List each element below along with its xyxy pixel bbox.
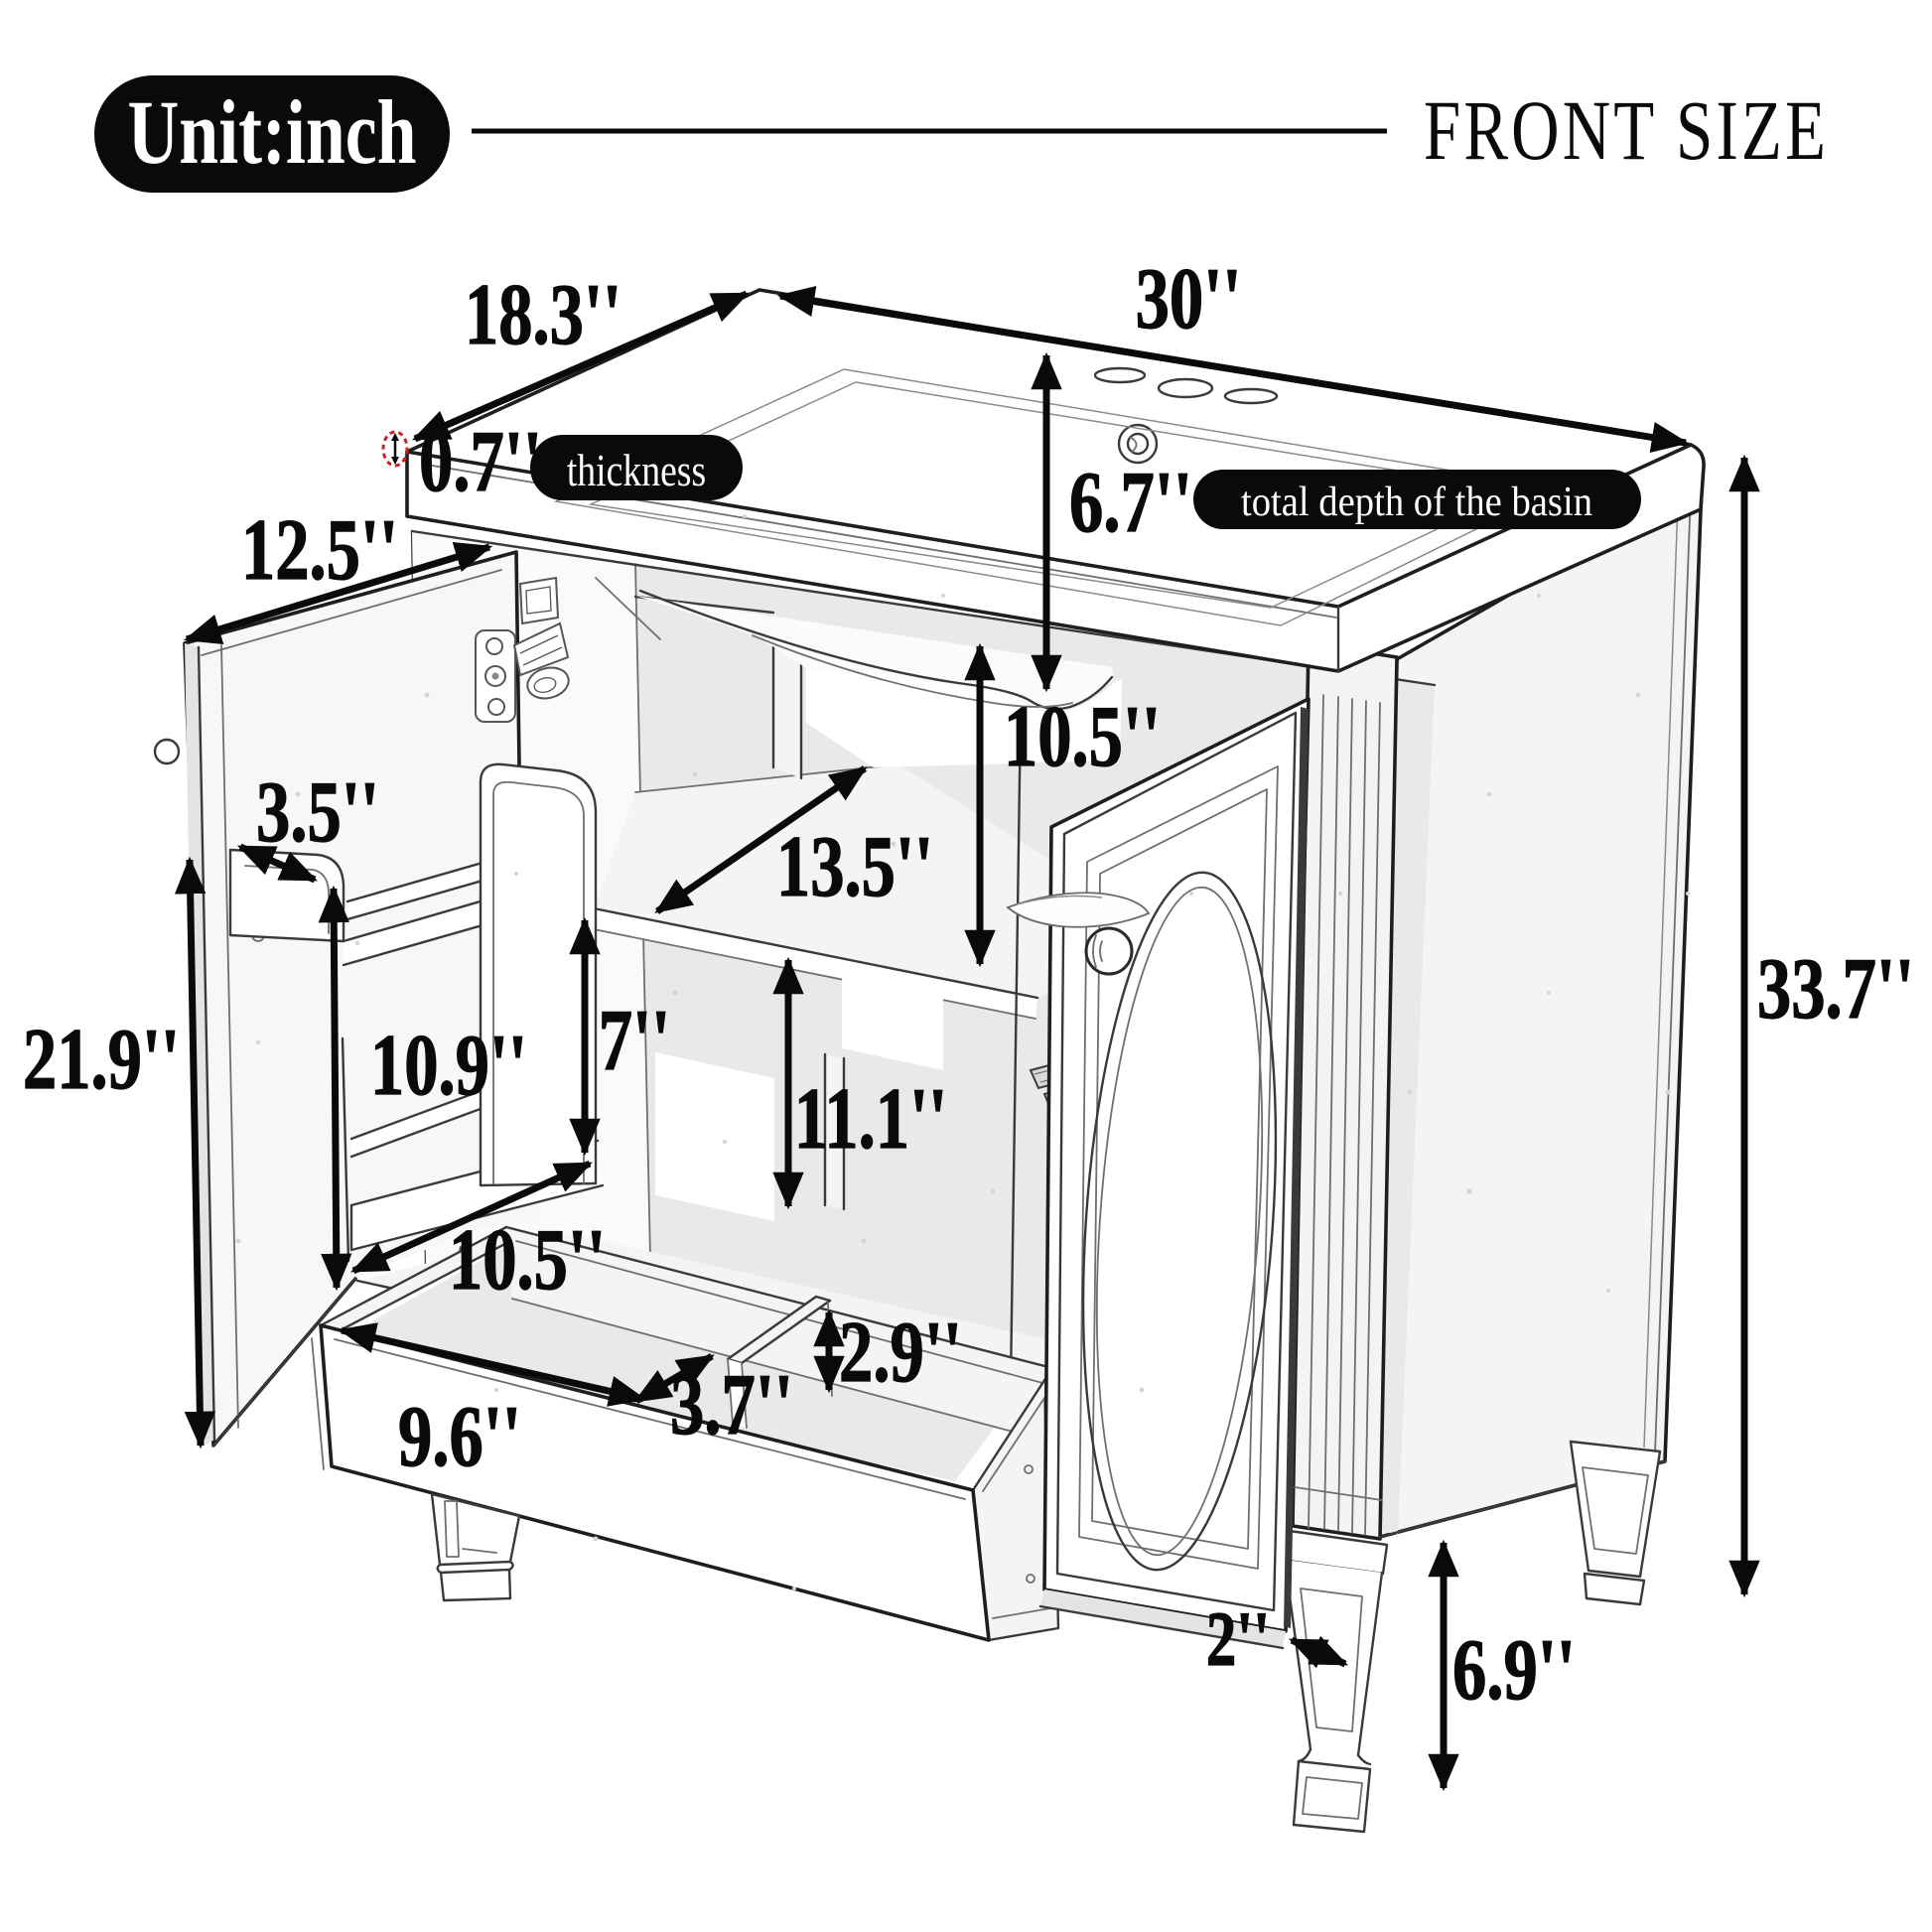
svg-text:10.5'': 10.5'' <box>1004 689 1161 785</box>
svg-text:12.5'': 12.5'' <box>241 502 398 599</box>
svg-text:18.3'': 18.3'' <box>465 267 621 363</box>
svg-text:10.9'': 10.9'' <box>370 1018 527 1114</box>
svg-text:thickness: thickness <box>567 447 706 496</box>
svg-text:3.7'': 3.7'' <box>670 1357 793 1453</box>
svg-text:13.5'': 13.5'' <box>776 819 933 915</box>
svg-text:FRONT SIZE: FRONT SIZE <box>1424 82 1829 178</box>
svg-text:2'': 2'' <box>1206 1597 1270 1683</box>
svg-text:33.7'': 33.7'' <box>1757 941 1914 1037</box>
svg-text:9.6'': 9.6'' <box>398 1389 521 1485</box>
svg-text:7'': 7'' <box>599 993 670 1089</box>
svg-text:11.1'': 11.1'' <box>794 1071 947 1168</box>
svg-text:30'': 30'' <box>1136 251 1242 347</box>
svg-text:10.5'': 10.5'' <box>449 1212 606 1309</box>
svg-text:6.9'': 6.9'' <box>1452 1622 1576 1719</box>
svg-text:2.9'': 2.9'' <box>839 1305 962 1401</box>
svg-text:21.9'': 21.9'' <box>23 1012 180 1108</box>
svg-text:0.7'': 0.7'' <box>419 414 542 510</box>
svg-text:3.5'': 3.5'' <box>256 764 379 861</box>
svg-text:total depth of the basin: total depth of the basin <box>1241 479 1592 525</box>
svg-text:6.7'': 6.7'' <box>1069 455 1192 551</box>
svg-text:Unit:inch: Unit:inch <box>127 80 416 183</box>
